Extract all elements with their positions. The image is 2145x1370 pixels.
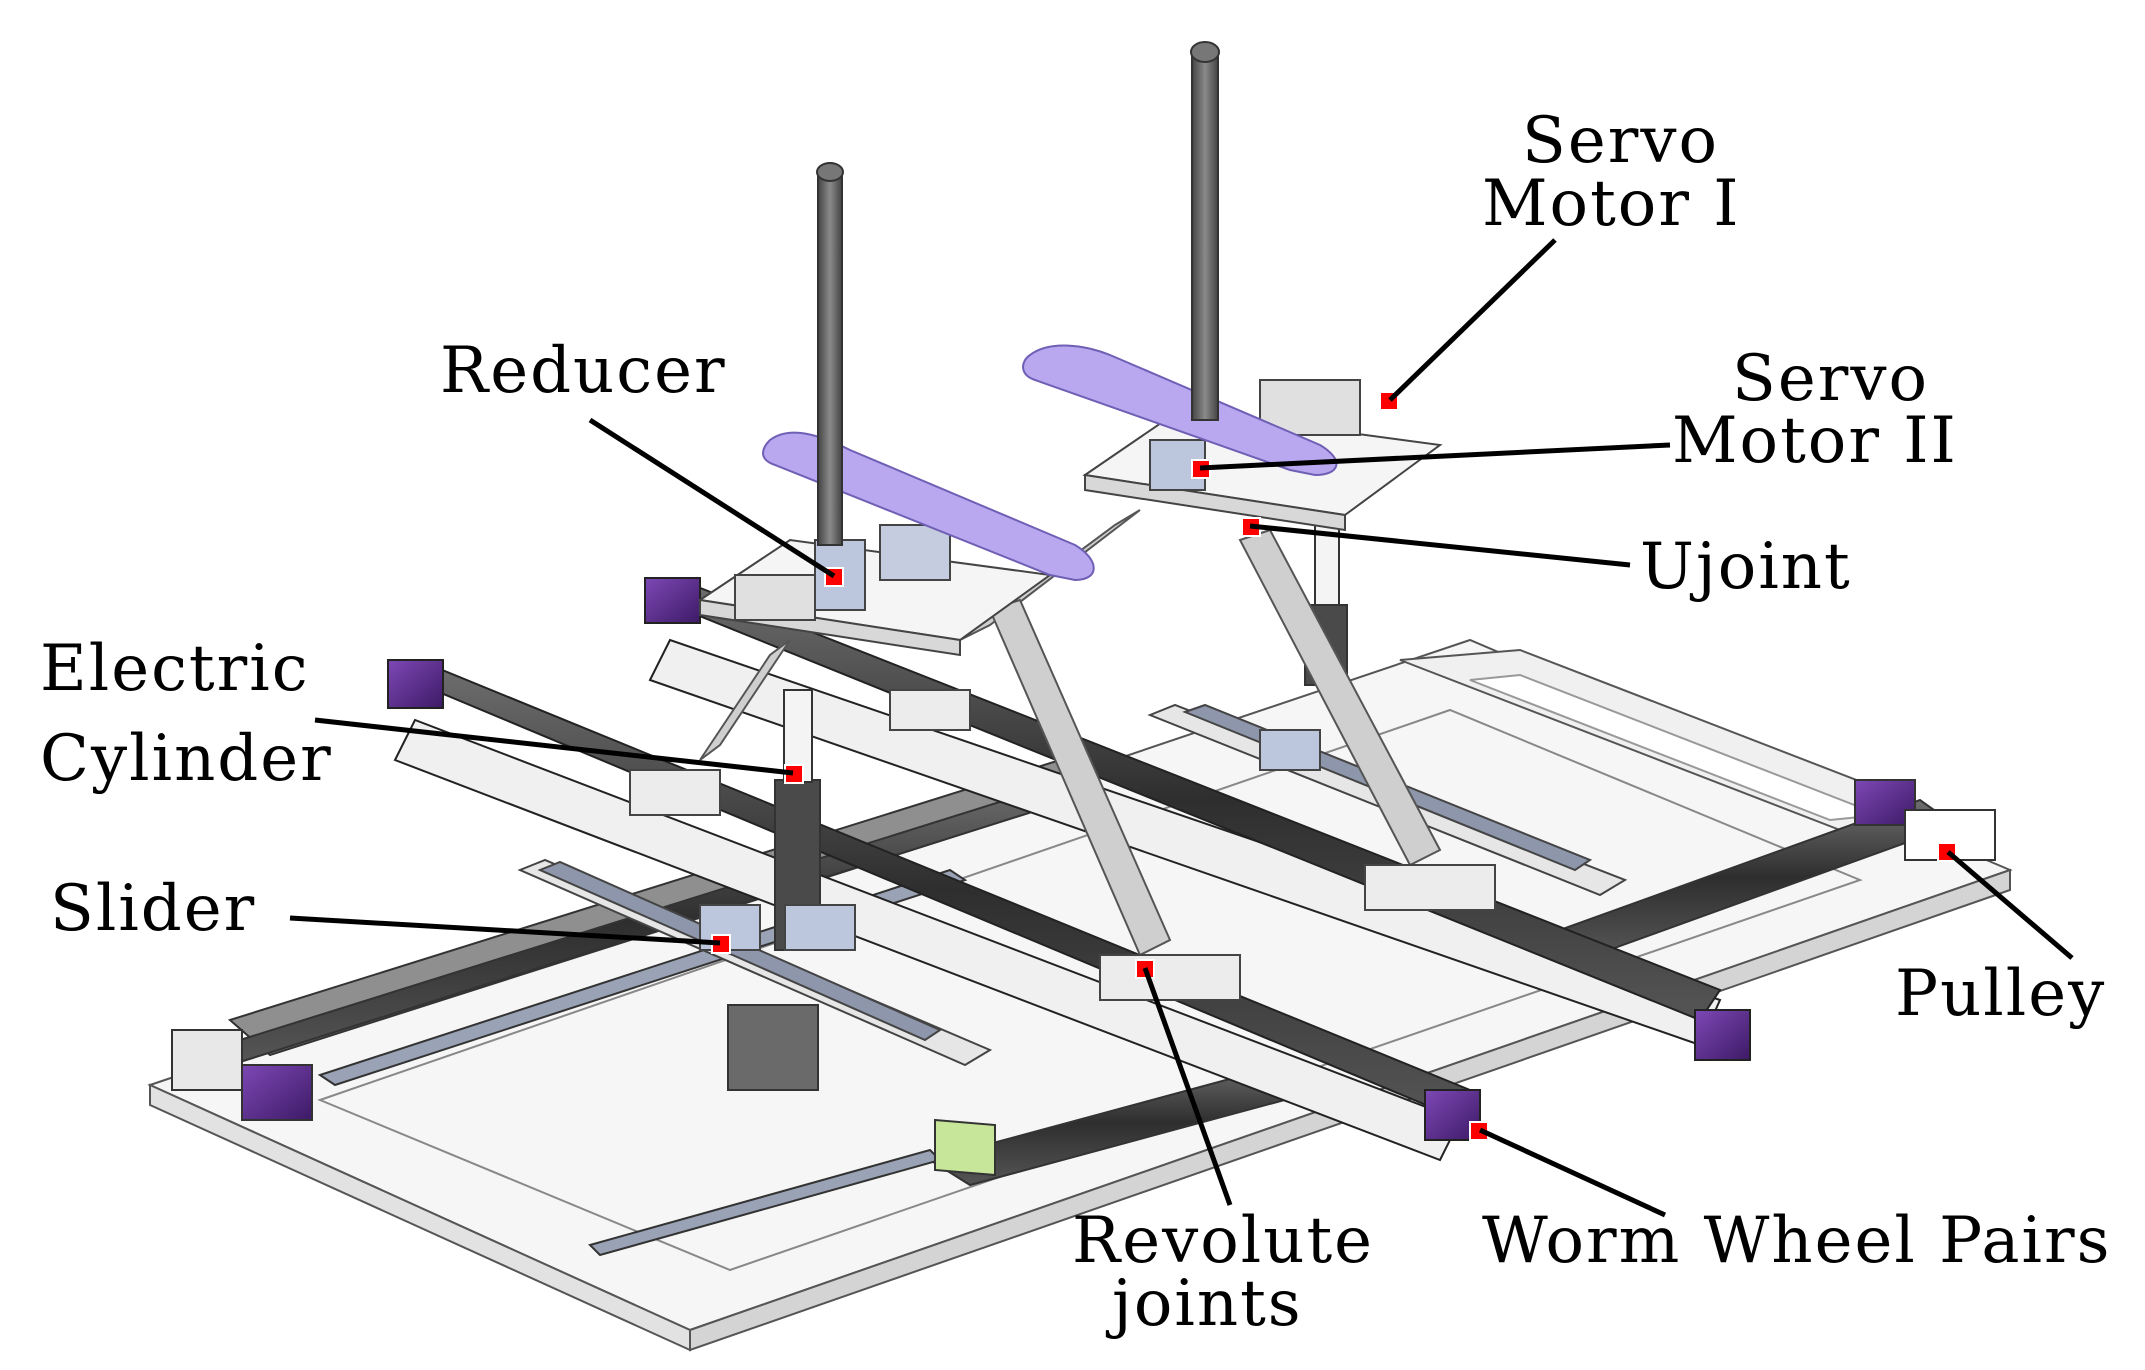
joint-block-b	[889, 689, 971, 731]
left-pedal	[762, 431, 1095, 582]
label-servo-motor-1-line2: Motor I	[1482, 167, 1741, 241]
right-rod	[1191, 49, 1219, 421]
pedals	[762, 344, 1338, 582]
front-long-motor-left	[387, 659, 444, 709]
lower-left-motor	[241, 1064, 313, 1121]
back-long-motor-left	[644, 577, 701, 624]
joint-block-c	[1099, 954, 1241, 1001]
leader-slider	[289, 915, 721, 946]
labels: Servo Motor I Servo Motor II Reducer Ujo…	[40, 104, 2111, 1341]
back-long-motor-right	[1694, 1009, 1751, 1061]
label-ujoint: Ujoint	[1640, 530, 1852, 604]
label-slider: Slider	[50, 872, 256, 946]
joint-blocks	[629, 689, 1496, 1001]
right-rod-cap	[1190, 41, 1220, 63]
leader-pulley	[1946, 850, 2074, 960]
label-worm-wheel-pairs: Worm Wheel Pairs	[1482, 1204, 2111, 1278]
label-servo-motor-2-line2: Motor II	[1672, 404, 1958, 478]
base-inner-frame	[317, 708, 1863, 1272]
label-servo-motor-1-line1: Servo	[1522, 104, 1719, 178]
label-revolute-joints-line1: Revolute	[1072, 1204, 1374, 1278]
leader-reducer	[588, 417, 836, 579]
slider-block-c	[1259, 729, 1321, 771]
label-electric-cylinder-line1: Electric	[40, 632, 310, 706]
cylinder-left-base	[727, 1004, 819, 1091]
leader-lines	[289, 238, 2074, 1218]
label-revolute-joints-line2: joints	[1105, 1267, 1303, 1341]
left-rod	[817, 169, 843, 546]
joint-block-d	[1364, 864, 1496, 911]
front-module	[588, 1058, 1343, 1257]
label-reducer: Reducer	[440, 334, 727, 408]
leader-ujoint	[1249, 523, 1631, 568]
leader-electric-cylinder	[314, 717, 794, 776]
vertical-rods	[816, 41, 1220, 546]
left-rod-cap	[816, 162, 844, 182]
left-motor-block	[734, 574, 816, 621]
left-joint-bracket	[879, 524, 951, 581]
leader-servo-motor-2	[1199, 442, 1671, 471]
leader-worm-wheel-pairs	[1478, 1127, 1667, 1218]
lower-left-motor-box	[171, 1029, 243, 1091]
back-long-frame	[648, 638, 1722, 1047]
right-lower-module	[1557, 779, 1996, 957]
label-electric-cylinder-line2: Cylinder	[40, 722, 333, 796]
joint-block-a	[629, 769, 721, 816]
label-pulley: Pulley	[1895, 957, 2106, 1031]
leader-revolute-joints	[1142, 967, 1233, 1206]
leader-servo-motor-1	[1388, 238, 1557, 402]
link-1	[699, 639, 791, 761]
slider-block-b	[784, 904, 856, 951]
label-servo-motor-2-line1: Servo	[1732, 342, 1929, 416]
green-bracket	[934, 1118, 996, 1177]
left-platform	[697, 524, 1053, 657]
